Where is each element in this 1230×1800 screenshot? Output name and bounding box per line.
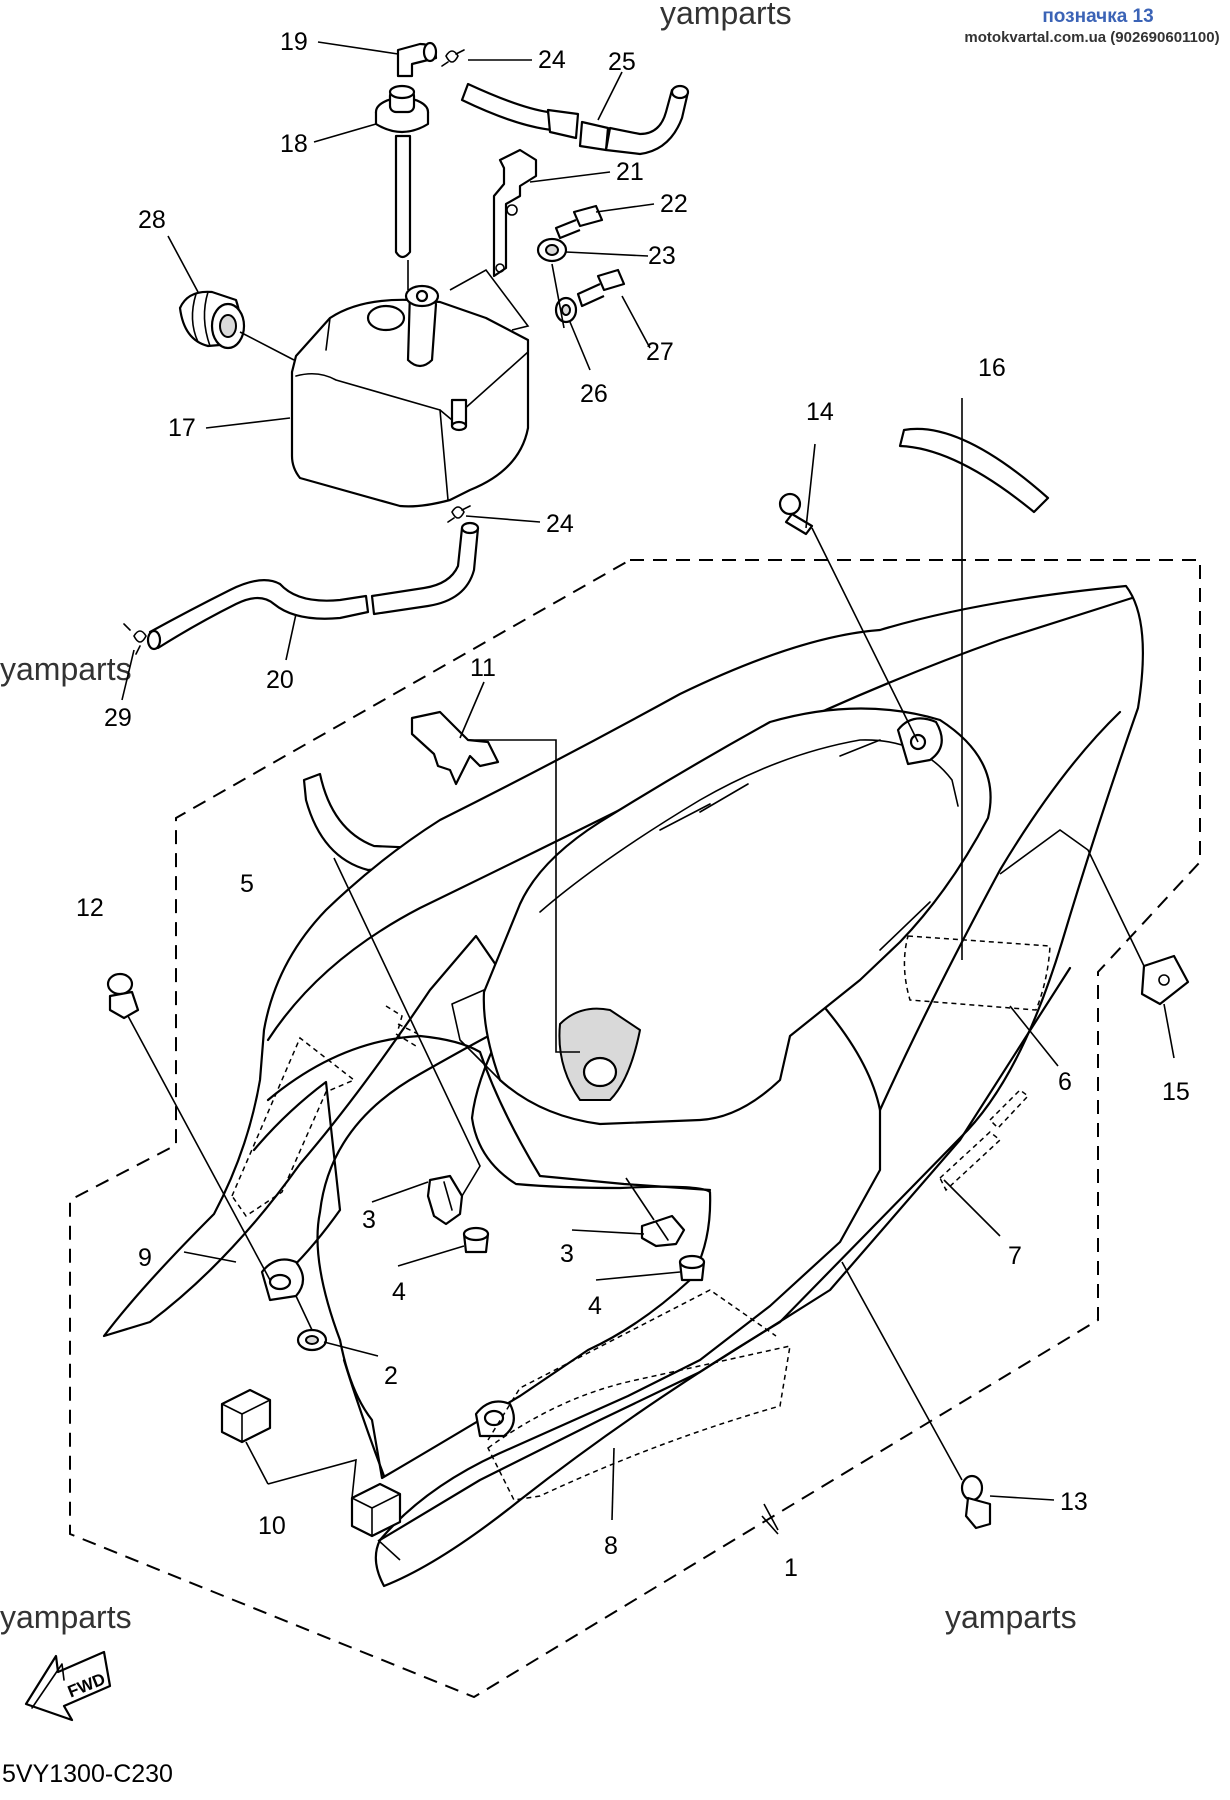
callout-numbers: 19 24 25 18 21 22 28 23 27 26 17 16 14 2… [76, 28, 1190, 1582]
callout-13: 13 [1060, 1488, 1088, 1516]
watermark: yamparts [660, 0, 792, 31]
callout-15: 15 [1162, 1078, 1190, 1106]
diagram-code: 5VY1300-C230 [2, 1760, 173, 1788]
callout-26: 26 [580, 380, 608, 408]
reservoir-tank-17 [290, 284, 530, 508]
bolt-27 [576, 268, 626, 308]
callout-23: 23 [648, 242, 676, 270]
callout-27: 27 [646, 338, 674, 366]
callout-29: 29 [104, 704, 132, 732]
washer-23 [536, 237, 568, 263]
rear-cowl-1 [102, 584, 1144, 1588]
callout-2: 2 [384, 1362, 398, 1390]
filler-cap-18 [374, 84, 430, 259]
callout-25: 25 [608, 48, 636, 76]
screw-14 [778, 492, 814, 536]
bracket-11 [410, 710, 500, 786]
callout-3-right: 3 [560, 1240, 574, 1268]
clip-3-left [426, 1174, 464, 1226]
nut-15 [1140, 954, 1190, 1006]
rivet-12 [106, 972, 140, 1020]
breather-hose-25 [460, 82, 690, 156]
callout-24: 24 [538, 46, 566, 74]
grommet-28 [178, 290, 246, 350]
header-site: motokvartal.com.ua (902690601100) [964, 29, 1219, 46]
callout-11: 11 [470, 654, 496, 682]
watermark: yamparts [0, 1599, 132, 1635]
callout-9: 9 [138, 1244, 152, 1272]
callout-21: 21 [616, 158, 644, 186]
callout-3-left: 3 [362, 1206, 376, 1234]
drain-hose-20 [146, 521, 480, 651]
nut-4-left [462, 1226, 490, 1254]
hose-clip-29 [123, 623, 147, 655]
hose-clip-24-lower [447, 505, 471, 523]
callout-20: 20 [266, 666, 294, 694]
bolt-22 [554, 204, 604, 240]
clip-3-right [640, 1214, 686, 1248]
callout-28: 28 [138, 206, 166, 234]
callout-14: 14 [806, 398, 834, 426]
leader-lines [121, 41, 1175, 1561]
callout-17: 17 [168, 414, 196, 442]
nut-4-right [678, 1254, 706, 1282]
callout-6: 6 [1058, 1068, 1072, 1096]
assembly-boundary [69, 559, 1201, 1699]
hose-clip-24-upper [441, 49, 465, 67]
fwd-arrow-icon: FWD [24, 1650, 112, 1722]
callout-12: 12 [76, 894, 104, 922]
elbow-fitting-19 [396, 41, 438, 78]
header-badge: позначка 13 [1042, 6, 1153, 27]
damper-10-right [350, 1482, 402, 1538]
callout-1: 1 [784, 1554, 798, 1582]
panel-region-6 [903, 935, 1051, 1011]
callout-7: 7 [1008, 1242, 1022, 1270]
vent-mark [385, 1005, 419, 1047]
callout-5: 5 [240, 870, 254, 898]
panel-region-8 [487, 1289, 791, 1501]
watermark: yamparts [0, 651, 132, 687]
callout-4-left: 4 [392, 1278, 406, 1306]
damper-10-left [220, 1388, 272, 1444]
callout-10: 10 [258, 1512, 286, 1540]
callout-16: 16 [978, 354, 1006, 382]
callout-8: 8 [604, 1532, 618, 1560]
watermark: yamparts [945, 1599, 1077, 1635]
rivet-13 [960, 1474, 992, 1530]
bracket-21 [492, 148, 538, 278]
callout-18: 18 [280, 130, 308, 158]
panel-region-9 [231, 1036, 356, 1218]
callout-4-right: 4 [588, 1292, 602, 1320]
callout-22: 22 [660, 190, 688, 218]
callout-24-lower: 24 [546, 510, 574, 538]
washer-2 [296, 1328, 328, 1352]
callout-19: 19 [280, 28, 308, 56]
emblem-16 [898, 427, 1050, 514]
panel-region-7 [939, 1089, 1030, 1192]
